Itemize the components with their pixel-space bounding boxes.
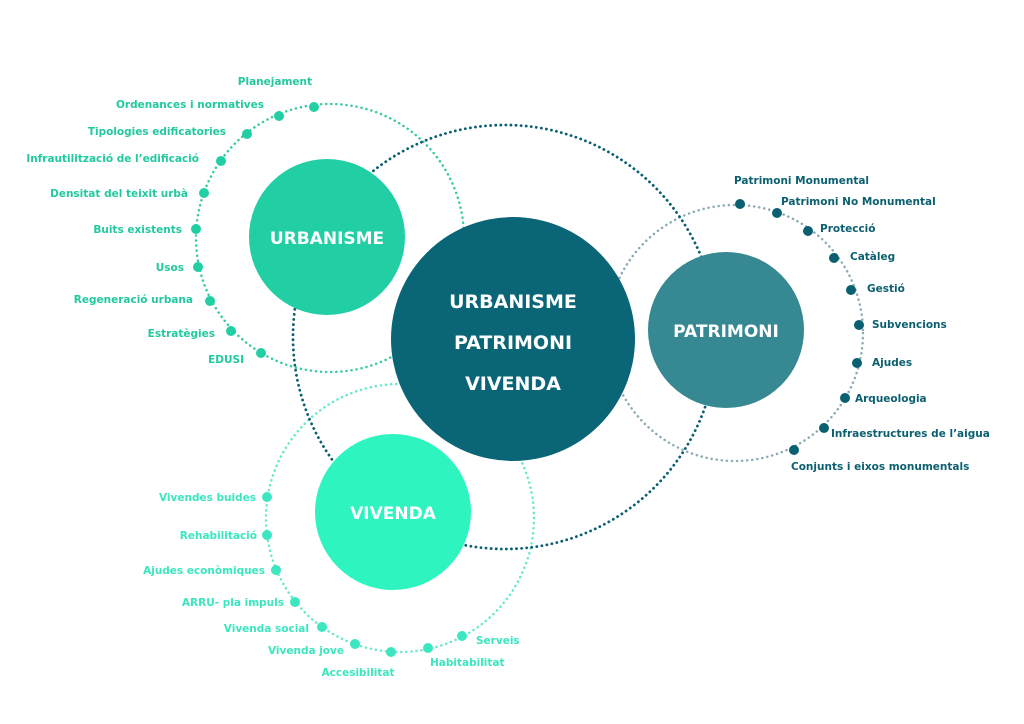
vivenda-item-dot <box>457 631 467 641</box>
urbanisme-item-dot <box>309 102 319 112</box>
center-line-1: URBANISME <box>449 291 577 313</box>
urbanisme-item-label: Usos <box>156 262 184 274</box>
patrimoni-item-dot <box>852 358 862 368</box>
urbanisme-item-label: Tipologies edificatories <box>88 126 226 138</box>
urbanisme-title: URBANISME <box>270 229 384 249</box>
vivenda-item-dot <box>262 492 272 502</box>
central-circle <box>391 217 635 461</box>
vivenda-item-dot <box>262 530 272 540</box>
patrimoni-item-label: Subvencions <box>872 319 947 331</box>
urbanisme-item-dot <box>242 129 252 139</box>
vivenda-item-dot <box>386 647 396 657</box>
urbanisme-item-label: Planejament <box>238 76 312 88</box>
urbanisme-circle <box>249 159 405 315</box>
patrimoni-item-label: Conjunts i eixos monumentals <box>791 461 969 473</box>
patrimoni-item-dot <box>803 226 813 236</box>
urbanisme-item-dot <box>199 188 209 198</box>
urbanisme-item-dot <box>256 348 266 358</box>
patrimoni-item-label: Catàleg <box>850 251 895 263</box>
urbanisme-item-dot <box>205 296 215 306</box>
vivenda-item-dot <box>271 565 281 575</box>
patrimoni-item-dot <box>735 199 745 209</box>
vivenda-item-label: Accesibilitat <box>322 667 395 679</box>
urbanisme-item-label: Regeneració urbana <box>74 294 193 306</box>
vivenda-item-dot <box>290 597 300 607</box>
patrimoni-item-label: Patrimoni No Monumental <box>781 196 936 208</box>
urbanisme-item-label: Ordenances i normatives <box>116 99 264 111</box>
patrimoni-item-dot <box>789 445 799 455</box>
vivenda-item-label: Serveis <box>476 635 520 647</box>
vivenda-title: VIVENDA <box>350 504 437 524</box>
vivenda-item-dot <box>317 622 327 632</box>
urbanisme-item-dot <box>191 224 201 234</box>
patrimoni-item-dot <box>829 253 839 263</box>
patrimoni-item-label: Arqueologia <box>855 393 927 405</box>
urbanisme-item-label: Infrautilització de l’edificació <box>26 153 199 165</box>
urbanisme-item-label: Estratègies <box>148 328 215 340</box>
patrimoni-item-dot <box>819 423 829 433</box>
patrimoni-item-label: Ajudes <box>872 357 912 369</box>
urbanisme-item-dot <box>193 262 203 272</box>
patrimoni-item-dot <box>772 208 782 218</box>
patrimoni-item-dot <box>840 393 850 403</box>
urbanisme-item-dot <box>216 156 226 166</box>
urbanisme-item-dot <box>226 326 236 336</box>
patrimoni-item-label: Protecció <box>820 223 876 235</box>
vivenda-circle <box>315 434 471 590</box>
patrimoni-item-dot <box>854 320 864 330</box>
center-line-2: PATRIMONI <box>454 332 572 354</box>
vivenda-item-label: Vivenda jove <box>268 645 344 657</box>
vivenda-item-dot <box>350 639 360 649</box>
patrimoni-title: PATRIMONI <box>673 322 779 342</box>
vivenda-item-label: Habitabilitat <box>430 657 505 669</box>
urbanisme-item-dot <box>274 111 284 121</box>
urbanisme-item-label: Buits existents <box>93 224 182 236</box>
vivenda-item-label: ARRU- pla impuls <box>182 597 284 609</box>
vivenda-item-label: Vivenda social <box>224 623 309 635</box>
patrimoni-item-label: Infraestructures de l’aigua <box>831 428 990 440</box>
patrimoni-circle <box>648 252 804 408</box>
vivenda-item-dot <box>423 643 433 653</box>
center-line-3: VIVENDA <box>465 373 561 395</box>
patrimoni-item-label: Patrimoni Monumental <box>734 175 869 187</box>
urbanisme-item-label: EDUSI <box>208 354 244 366</box>
urbanisme-item-label: Densitat del teixit urbà <box>50 188 188 200</box>
vivenda-item-label: Rehabilitació <box>180 530 257 542</box>
patrimoni-item-dot <box>846 285 856 295</box>
vivenda-item-label: Ajudes econòmiques <box>143 565 265 577</box>
patrimoni-item-label: Gestió <box>867 283 905 295</box>
vivenda-item-label: Vivendes buides <box>159 492 256 504</box>
